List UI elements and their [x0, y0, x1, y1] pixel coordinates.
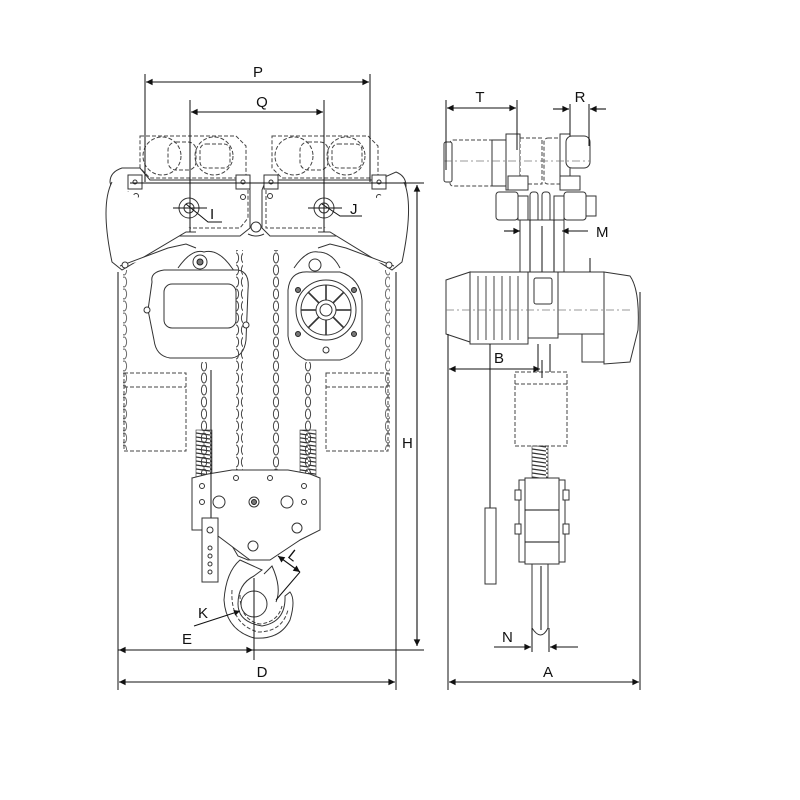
trolley-wheels: [495, 191, 597, 227]
side-bottom-block: [514, 477, 570, 565]
dim-label-B: B: [494, 350, 504, 367]
dim-label-E: E: [182, 631, 192, 648]
side-view: T R M B N A: [443, 89, 641, 690]
dim-label-M: M: [596, 224, 609, 241]
hook: [223, 559, 294, 639]
left-hoist-body: [143, 250, 250, 359]
dim-label-N: N: [502, 629, 513, 646]
dim-label-Q: Q: [256, 94, 268, 111]
hoist-motor: [445, 258, 639, 365]
center-lug: [250, 221, 262, 233]
left-beam-arm: [105, 181, 196, 271]
dim-label-K: K: [198, 605, 208, 622]
load-chain-3: [272, 250, 279, 475]
right-chain-bag: [325, 372, 389, 452]
trolley-motor: [443, 133, 591, 191]
dim-label-A: A: [543, 664, 553, 681]
dim-label-H: H: [402, 435, 413, 452]
dim-label-P: P: [253, 64, 263, 81]
side-chain-bag: [514, 371, 568, 447]
dim-label-D: D: [257, 664, 268, 681]
dim-label-T: T: [475, 89, 484, 106]
right-hoist-body: [287, 251, 363, 361]
dim-label-J: J: [350, 201, 358, 218]
dim-label-I: I: [210, 206, 214, 223]
dim-label-R: R: [575, 89, 586, 106]
side-hook: [531, 563, 549, 636]
load-chain-1: [200, 362, 207, 487]
side-pendant: [484, 507, 497, 585]
right-beam-arm: [318, 181, 409, 271]
bottom-block: [191, 469, 321, 561]
load-chain-4: [305, 362, 312, 487]
front-view: P Q I J H L K E D: [105, 64, 424, 690]
left-chain-bag: [123, 372, 187, 452]
load-chain-2: [236, 250, 243, 475]
